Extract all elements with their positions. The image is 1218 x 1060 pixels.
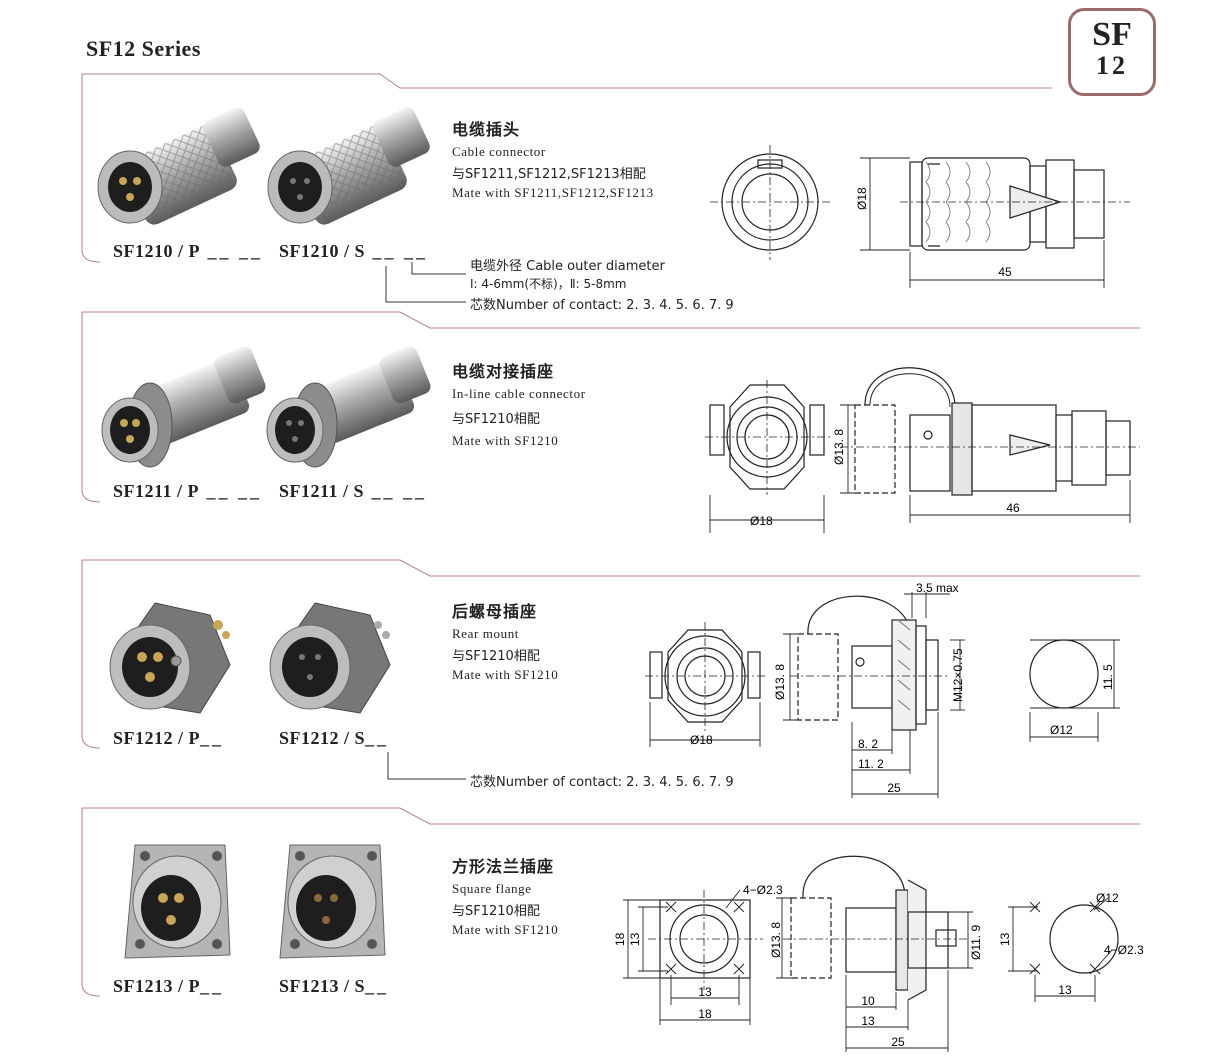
dim-holes: 4−Ø2.3 <box>743 883 783 897</box>
model-label: SF1213 / P__ <box>113 976 225 996</box>
cable-diameter-note: 电缆外径 Cable outer diameter Ⅰ: 4-6mm(不标)，Ⅱ… <box>470 255 665 292</box>
dim-thread: M12×0.75 <box>951 648 965 702</box>
cable-diameter-title: 电缆外径 Cable outer diameter <box>470 259 665 274</box>
desc-line: Square flange <box>452 881 532 896</box>
square-flange-female-photo <box>279 844 386 959</box>
dim-holes: 4−Ø2.3 <box>1104 943 1144 957</box>
model-label: SF1210 / S __ __ <box>279 241 429 261</box>
dim-diameter: Ø12 <box>1096 891 1119 905</box>
desc-line: 与SF1210相配 <box>452 649 540 664</box>
cable-diameter-values: Ⅰ: 4-6mm(不标)，Ⅱ: 5-8mm <box>470 277 627 291</box>
dim-height: 13 <box>998 932 1012 946</box>
dim-diameter: Ø13. 8 <box>832 429 846 465</box>
section-title-cn: 电缆插头 <box>452 120 521 139</box>
square-flange-male-photo <box>124 844 231 959</box>
series-badge: SF 12 <box>1068 8 1156 96</box>
dim-diameter: Ø12 <box>1050 723 1073 737</box>
dim-height: 13 <box>628 932 642 946</box>
desc-line: Mate with SF1210 <box>452 922 559 937</box>
dim-width: 18 <box>698 1007 712 1021</box>
rear-mount-male-photo <box>109 602 231 714</box>
section-description: 后螺母插座 Rear mount 与SF1210相配 Mate with SF1… <box>452 598 558 683</box>
dim-diameter: Ø11. 9 <box>969 925 983 960</box>
sf1213-drawing: 4−Ø2.3 18 13 13 18 Ø13. 8 Ø11. 9 10 13 2… <box>613 855 1144 1052</box>
sf1212-photos <box>109 602 391 714</box>
model-label: SF1211 / P __ __ <box>113 481 263 501</box>
desc-line: 与SF1210相配 <box>452 412 540 427</box>
section-title-cn: 后螺母插座 <box>452 602 538 621</box>
plug-male-photo <box>97 107 260 225</box>
dim-length: 25 <box>887 781 901 795</box>
plug-female-photo <box>267 107 430 225</box>
dim-length: 45 <box>998 265 1012 279</box>
dim-length: 46 <box>1006 501 1020 515</box>
dim-length: 13 <box>861 1014 875 1028</box>
section-title-cn: 电缆对接插座 <box>452 362 555 381</box>
model-label: SF1213 / S__ <box>279 976 390 996</box>
model-label: SF1211 / S __ __ <box>279 481 428 501</box>
desc-line: Rear mount <box>452 626 520 641</box>
dim-length: 11. 2 <box>858 757 884 771</box>
sf1211-drawing: Ø13. 8 Ø18 46 <box>705 367 1140 533</box>
sf1211-photos <box>101 346 431 468</box>
sf1212-drawing: 3.5 max Ø13. 8 M12×0.75 8. 2 11. 2 25 Ø1… <box>645 582 1120 798</box>
dim-max: 3.5 max <box>916 582 959 595</box>
dim-diameter: Ø18 <box>750 514 773 528</box>
desc-line: Mate with SF1211,SF1212,SF1213 <box>452 185 654 200</box>
section-title-cn: 方形法兰插座 <box>452 857 555 876</box>
inline-female-photo <box>266 346 431 468</box>
dim-width: 13 <box>698 985 712 999</box>
desc-line: Mate with SF1210 <box>452 667 559 682</box>
sf1210-photos <box>97 107 430 225</box>
contacts-note: 芯数Number of contact: 2. 3. 4. 5. 6. 7. 9 <box>470 298 734 313</box>
badge-bottom: 12 <box>1096 51 1128 80</box>
dim-length: 8. 2 <box>858 737 878 751</box>
section-description: 电缆插头 Cable connector 与SF1211,SF1212,SF12… <box>452 116 654 201</box>
dim-diameter: Ø18 <box>855 187 869 210</box>
dim-length: 10 <box>861 994 875 1008</box>
contacts-note: 芯数Number of contact: 2. 3. 4. 5. 6. 7. 9 <box>470 775 734 790</box>
inline-male-photo <box>101 346 266 468</box>
model-label: SF1210 / P __ __ <box>113 241 264 261</box>
dim-height: 11. 5 <box>1101 664 1115 690</box>
dim-width: 13 <box>1058 983 1072 997</box>
section-description: 电缆对接插座 In-line cable connector 与SF1210相配… <box>452 358 586 449</box>
desc-line: 与SF1210相配 <box>452 904 540 919</box>
desc-line: Cable connector <box>452 144 546 159</box>
desc-line: Mate with SF1210 <box>452 433 559 448</box>
desc-line: In-line cable connector <box>452 386 586 401</box>
model-label: SF1212 / P__ <box>113 728 225 748</box>
desc-line: 与SF1211,SF1212,SF1213相配 <box>452 167 646 182</box>
sf1213-photos <box>124 844 386 959</box>
dim-height: 18 <box>613 932 627 946</box>
sf1210-drawing: Ø18 45 <box>710 145 1130 288</box>
model-label: SF1212 / S__ <box>279 728 390 748</box>
rear-mount-female-photo <box>269 602 391 714</box>
badge-top: SF <box>1092 16 1132 53</box>
page-title: SF12 Series <box>86 36 201 61</box>
dim-diameter: Ø13. 8 <box>773 664 787 700</box>
dim-diameter: Ø13. 8 <box>769 922 783 958</box>
dim-diameter: Ø18 <box>690 733 713 747</box>
dim-length: 25 <box>891 1035 905 1049</box>
section-description: 方形法兰插座 Square flange 与SF1210相配 Mate with… <box>452 853 558 938</box>
